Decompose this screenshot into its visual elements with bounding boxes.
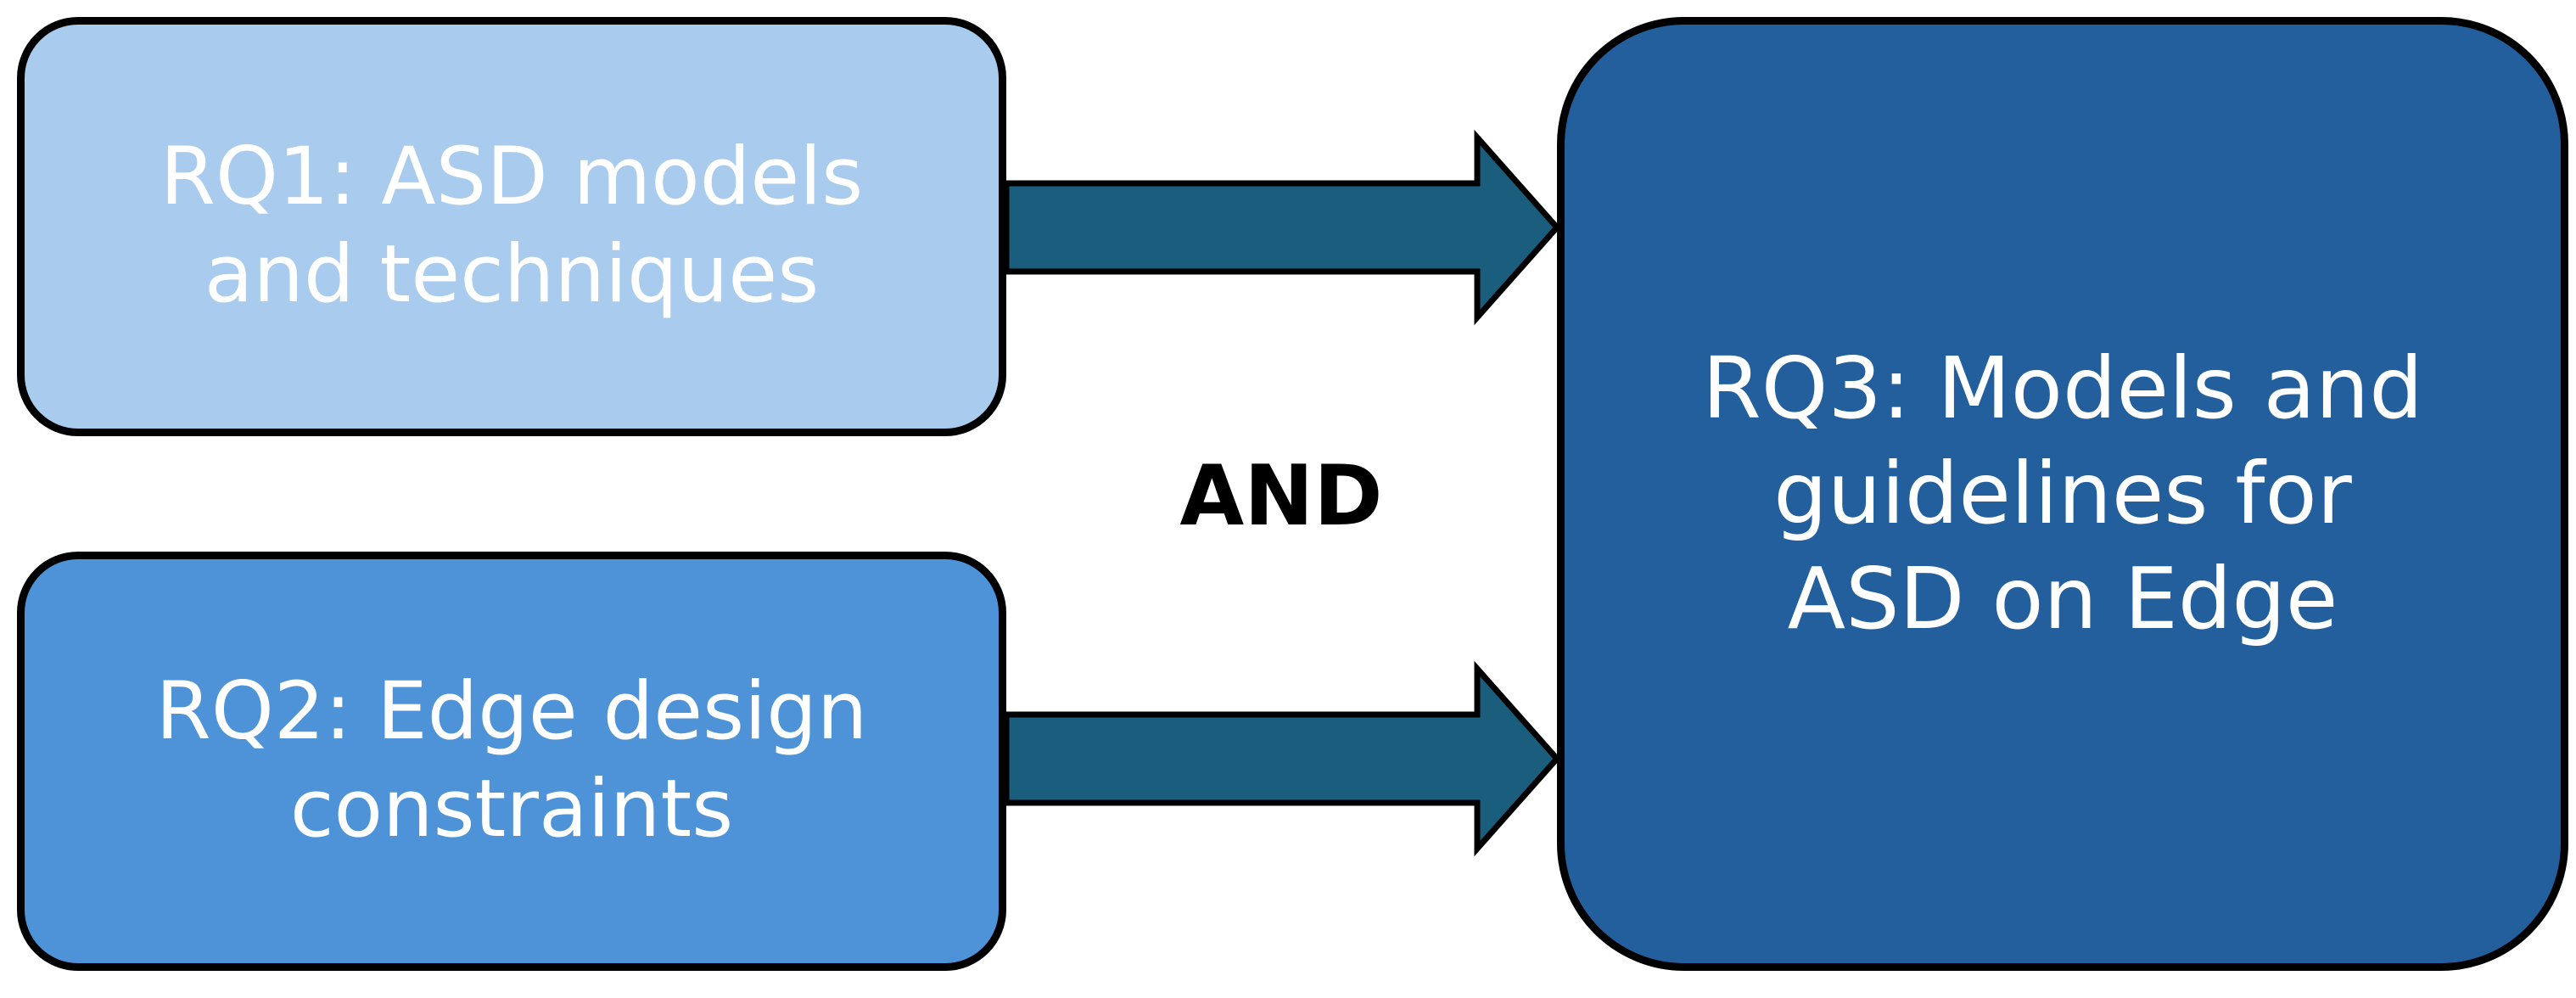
arrow-rq1-to-rq3 xyxy=(1003,129,1561,326)
rq2-line-2: constraints xyxy=(289,763,734,855)
rq2-text: RQ2: Edge design constraints xyxy=(156,664,868,858)
rq1-text: RQ1: ASD models and techniques xyxy=(160,129,864,323)
rq3-text: RQ3: Models and guidelines for ASD on Ed… xyxy=(1702,336,2423,652)
rq1-line-1: RQ1: ASD models xyxy=(160,131,864,224)
rq2-box: RQ2: Edge design constraints xyxy=(17,552,1006,971)
rq3-line-2: guidelines for xyxy=(1773,444,2352,543)
arrow-rq2-to-rq3 xyxy=(1003,660,1561,857)
rq3-line-3: ASD on Edge xyxy=(1787,549,2338,648)
rq2-line-1: RQ2: Edge design xyxy=(155,665,868,759)
rq3-line-1: RQ3: Models and xyxy=(1702,339,2423,438)
rq1-line-2: and techniques xyxy=(204,228,820,321)
rq1-box: RQ1: ASD models and techniques xyxy=(17,17,1006,436)
rq3-box: RQ3: Models and guidelines for ASD on Ed… xyxy=(1557,17,2568,971)
and-connector-label: AND xyxy=(1179,448,1383,545)
